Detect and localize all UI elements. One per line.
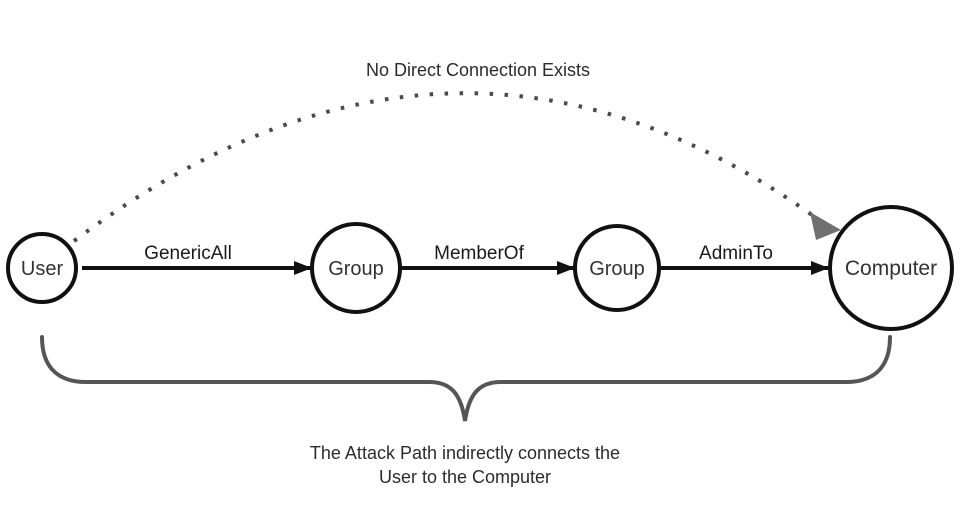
node-computer bbox=[828, 205, 954, 331]
brace-caption-line2: User to the Computer bbox=[379, 467, 551, 487]
node-group-1 bbox=[310, 222, 402, 314]
node-label-group-1: Group bbox=[328, 258, 384, 280]
edge-label-adminto: AdminTo bbox=[699, 243, 773, 264]
dotted-arc-arrowhead-icon bbox=[810, 212, 841, 240]
no-direct-connection-caption: No Direct Connection Exists bbox=[366, 60, 590, 80]
no-direct-connection-arc bbox=[72, 91, 814, 243]
edge-label-memberof: MemberOf bbox=[434, 243, 524, 264]
attack-path-brace-icon bbox=[40, 335, 892, 422]
node-group-2 bbox=[573, 224, 661, 312]
node-user bbox=[6, 232, 78, 304]
node-label-group-2: Group bbox=[589, 258, 645, 280]
brace-caption-line1: The Attack Path indirectly connects the bbox=[310, 443, 620, 463]
edge-label-genericall: GenericAll bbox=[144, 243, 232, 264]
node-label-computer: Computer bbox=[845, 257, 937, 280]
node-label-user: User bbox=[21, 258, 64, 280]
